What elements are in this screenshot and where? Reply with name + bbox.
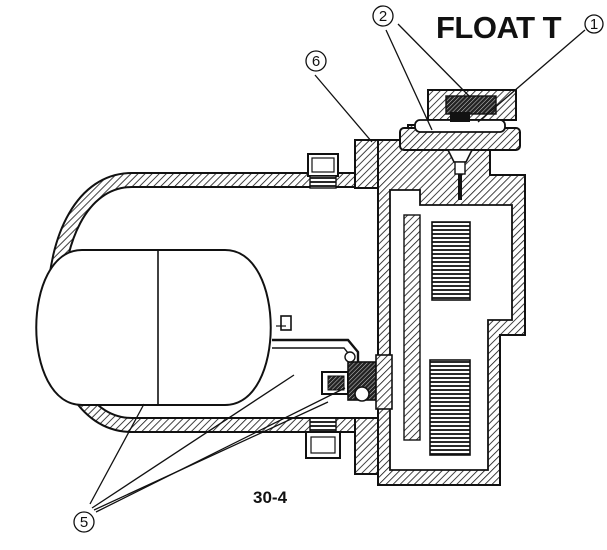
diagram-title: FLOAT T: [436, 10, 562, 45]
callout-5: 5: [73, 511, 95, 533]
top-bolt: [307, 153, 339, 189]
ball-float: [35, 249, 272, 406]
callout-1-label: 1: [590, 16, 598, 33]
bottom-bolt: [305, 417, 341, 459]
vent-assembly: [399, 89, 521, 200]
trap-cover: [377, 109, 526, 486]
leader-lines: [89, 23, 586, 513]
figure-number: 30-4: [253, 488, 288, 507]
body-flange-lower: [354, 417, 382, 475]
callout-6-label: 6: [312, 53, 320, 70]
callout-5-label: 5: [80, 514, 88, 531]
callout-6: 6: [305, 50, 327, 72]
valve-mechanism: [321, 351, 393, 410]
callout-2-label: 2: [379, 8, 387, 25]
callout-1: 1: [584, 14, 604, 34]
callout-2: 2: [372, 5, 394, 27]
